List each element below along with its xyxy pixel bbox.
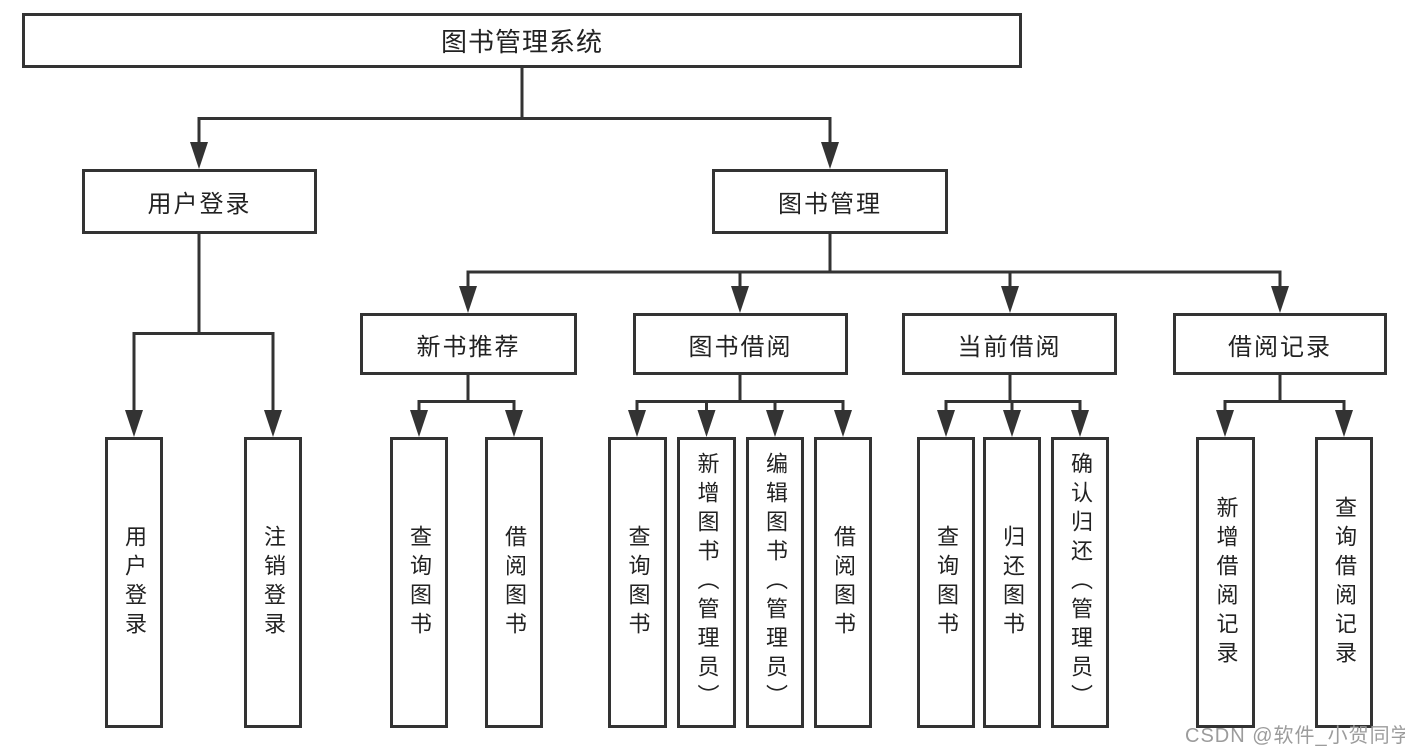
leaf-add-borrow-record: 新增借阅记录: [1196, 437, 1255, 728]
leaf-confirm-return-admin: 确认归还（管理员）: [1051, 437, 1109, 728]
leaf-query-books-current: 查询图书: [917, 437, 975, 728]
node-label: 图书管理系统: [440, 27, 603, 57]
leaf-query-books-borrow: 查询图书: [608, 437, 667, 728]
leaf-label: 查询借阅记录: [1332, 495, 1357, 670]
leaf-borrow-books: 借阅图书: [814, 437, 872, 728]
leaf-add-book-admin: 新增图书（管理员）: [677, 437, 736, 728]
node-user-login: 用户登录: [82, 169, 317, 234]
node-root: 图书管理系统: [22, 13, 1022, 68]
node-label: 借阅记录: [1228, 333, 1332, 361]
leaf-user-login: 用户登录: [105, 437, 163, 728]
leaf-label: 新增借阅记录: [1213, 495, 1239, 670]
leaf-label: 借阅图书: [502, 524, 527, 641]
leaf-label: 查询图书: [625, 524, 651, 641]
node-label: 用户登录: [147, 191, 252, 218]
leaf-logout: 注销登录: [244, 437, 302, 728]
leaf-edit-book-admin: 编辑图书（管理员）: [746, 437, 804, 728]
leaf-return-book: 归还图书: [983, 437, 1041, 728]
leaf-label: 新增图书（管理员）: [694, 452, 720, 713]
node-label: 图书管理: [778, 191, 882, 218]
leaf-label: 查询图书: [934, 524, 959, 641]
leaf-query-borrow-record: 查询借阅记录: [1315, 437, 1373, 728]
node-book-management: 图书管理: [712, 169, 948, 234]
arrowheads: [125, 142, 1353, 437]
node-label: 当前借阅: [957, 333, 1062, 361]
node-label: 新书推荐: [416, 333, 521, 361]
leaf-label: 用户登录: [122, 524, 147, 641]
csdn-watermark: CSDN @软件_小贺同学: [1185, 725, 1405, 747]
leaf-label: 归还图书: [1000, 524, 1025, 641]
leaf-borrow-books-recommend: 借阅图书: [485, 437, 543, 728]
node-current-borrow: 当前借阅: [902, 313, 1117, 375]
leaf-label: 借阅图书: [831, 524, 856, 641]
leaf-label: 查询图书: [407, 524, 432, 641]
leaf-label: 注销登录: [261, 524, 286, 641]
node-borrow-records: 借阅记录: [1173, 313, 1387, 375]
node-book-borrow: 图书借阅: [633, 313, 848, 375]
node-new-book-recommend: 新书推荐: [360, 313, 577, 375]
leaf-query-books-recommend: 查询图书: [390, 437, 448, 728]
leaf-label: 编辑图书（管理员）: [763, 452, 788, 713]
node-label: 图书借阅: [688, 333, 793, 361]
leaf-label: 确认归还（管理员）: [1068, 452, 1093, 713]
